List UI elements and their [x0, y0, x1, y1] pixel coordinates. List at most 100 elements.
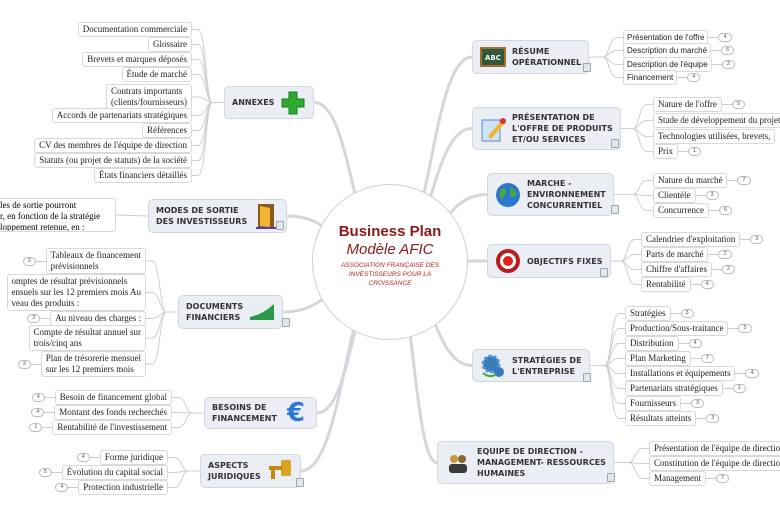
subtopic-count-badge[interactable]: 4 [55, 483, 69, 492]
subtopic-offre[interactable]: Technologies utilisées, brevets, [653, 129, 776, 144]
subtopic-count-badge[interactable]: 3 [22, 256, 36, 266]
subtopic-count-badge[interactable]: 6 [718, 206, 733, 215]
subtopic-count-badge[interactable]: 4 [31, 393, 45, 402]
subtopic-count-badge[interactable]: 4 [76, 453, 90, 462]
note-icon[interactable] [583, 63, 591, 72]
modes-de-sortie-text[interactable]: les de sortie pourront r, en fonction de… [0, 198, 116, 232]
subtopic-count-badge[interactable]: 2 [722, 265, 736, 274]
subtopic-docs[interactable]: Au niveau des charges :3 [27, 311, 146, 326]
subtopic-annexes[interactable]: Brevets et marques déposés [82, 52, 192, 67]
subtopic-annexes[interactable]: Statuts (ou projet de statuts) de la soc… [34, 153, 192, 168]
subtopic-count-badge[interactable]: 5 [38, 468, 52, 477]
subtopic-annexes[interactable]: Glossaire [148, 37, 192, 52]
note-icon[interactable] [600, 268, 608, 277]
note-icon[interactable] [611, 139, 619, 148]
subtopic-count-badge[interactable]: 4 [687, 73, 701, 82]
topic-objectifs-fixes[interactable]: OBJECTIFS FIXES [487, 244, 611, 278]
subtopic-count-badge[interactable]: 1 [732, 384, 746, 393]
subtopic-count-badge[interactable]: 3 [705, 191, 719, 200]
subtopic-count-badge[interactable]: 5 [731, 100, 745, 109]
subtopic-count-badge[interactable]: 4 [688, 339, 702, 348]
subtopic-count-badge[interactable]: 3 [27, 314, 41, 323]
note-icon[interactable] [583, 373, 591, 382]
subtopic-count-badge[interactable]: 6 [721, 46, 735, 55]
topic-equipe-de-direction[interactable]: EQUIPE DE DIRECTION -MANAGEMENT- RESSOUR… [437, 441, 614, 484]
note-icon[interactable] [296, 478, 304, 487]
subtopic-count-badge[interactable]: 3 [721, 60, 735, 69]
connector [620, 128, 653, 152]
subtopic-count-badge[interactable]: 4 [718, 33, 732, 42]
subtopic-count-badge[interactable]: 4 [31, 408, 45, 417]
subtopic-count-badge[interactable]: 3 [706, 414, 720, 423]
subtopic-annexes[interactable]: Références [142, 123, 192, 138]
subtopic-count-badge[interactable]: 4 [745, 369, 759, 378]
subtopic-text: prévisionnels [50, 261, 99, 271]
subtopic-count-badge[interactable]: 7 [737, 176, 751, 185]
subtopic-count-badge[interactable]: 3 [750, 235, 764, 244]
subtopic-annexes[interactable]: Étude de marché [121, 67, 192, 82]
note-icon[interactable] [276, 221, 284, 230]
subtopic-count-badge[interactable]: 1 [29, 423, 43, 432]
subtopic-count-badge[interactable]: 1 [688, 147, 702, 156]
topic-annexes[interactable]: ANNEXES [224, 86, 315, 119]
subtopic-count-badge[interactable]: 3 [17, 359, 31, 369]
subtopic-offre[interactable]: Stade de développement du projet [653, 113, 780, 128]
central-topic[interactable]: Business Plan Modèle AFIC ASSOCIATION FR… [312, 184, 468, 340]
subtopic-count-badge[interactable]: 5 [738, 324, 752, 333]
subtopic-count-badge[interactable]: 7 [700, 354, 714, 363]
subtopic-count-badge[interactable]: 3 [680, 309, 694, 318]
subtopic-equipe[interactable]: Présentation de l'équipe de direction [649, 441, 780, 456]
note-icon[interactable] [282, 318, 290, 327]
subtopic-count-badge[interactable]: 2 [718, 250, 732, 259]
subtopic-count-badge[interactable]: 4 [700, 280, 714, 289]
subtopic-equipe[interactable]: Constitution de l'équipe de direction [649, 456, 780, 471]
note-icon[interactable] [611, 205, 619, 214]
subtopic-annexes[interactable]: Documentation commerciale [77, 22, 192, 37]
subtopic-annexes[interactable]: CV des membres de l'équipe de direction [34, 138, 192, 153]
subtopic-annexes[interactable]: États financiers détaillés [94, 168, 192, 183]
note-icon[interactable] [607, 473, 615, 482]
subtopic-annexes[interactable]: Accords de partenariats stratégiques [51, 108, 192, 123]
subtopic-count-badge[interactable]: 3 [691, 399, 705, 408]
subtopic-count-badge[interactable]: 7 [715, 474, 730, 483]
subtopic-annexes[interactable]: Contrats importants(clients/fournisseurs… [106, 84, 192, 110]
